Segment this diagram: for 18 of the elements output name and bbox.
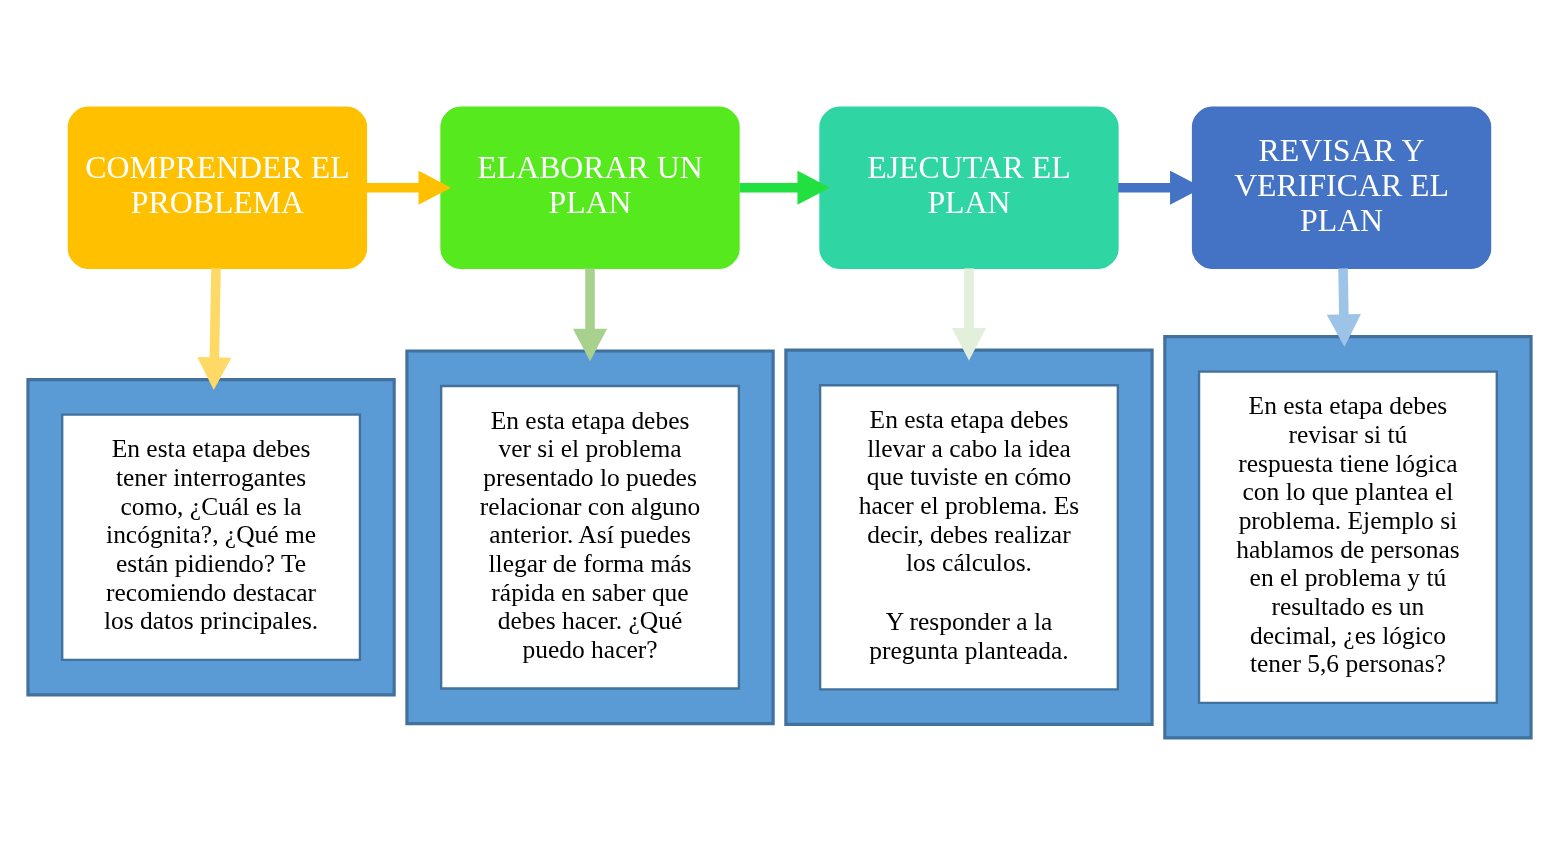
node-box: En esta etapa debes revisar si tú respuesta tiene lógica con lo que plantea el problema. Ejemplo si hablamos de personas en el problema y tú resultado es un decimal, ¿es lógico tener 5,6 personas? [1197,370,1498,704]
arrow [951,267,987,360]
arrow [197,267,232,390]
cluster [1163,334,1533,739]
node-box: En esta etapa debes llevar a cabo la idea que tuviste en cómo hacer el problema. Es decir, debes realizar los cálculos. Y responder a la pregunta planteada. [818,383,1120,691]
node-box: COMPRENDER EL PROBLEMA [67,106,368,269]
arrow [1326,267,1361,347]
node-box: En esta etapa debes tener interrogantes como, ¿Cuál es la incógnita?, ¿Qué me están pidiendo? Te recomiendo destacar los datos principales. [61,412,362,661]
arrow [366,170,452,205]
arrow [572,267,608,361]
cluster [405,348,775,725]
node-box: EJECUTAR EL PLAN [819,106,1119,269]
node-box: En esta etapa debes ver si el problema presentado lo puedes relacionar con alguno anterior. Así puedes llegar de forma más rápida en saber que debes hacer. ¿Qué puedo hacer? [439,384,741,690]
cluster [784,348,1154,726]
arrow [739,170,831,205]
node-box: REVISAR Y VERIFICAR EL PLAN [1191,106,1492,269]
cluster [26,377,396,696]
node-box: ELABORAR UN PLAN [440,106,740,269]
